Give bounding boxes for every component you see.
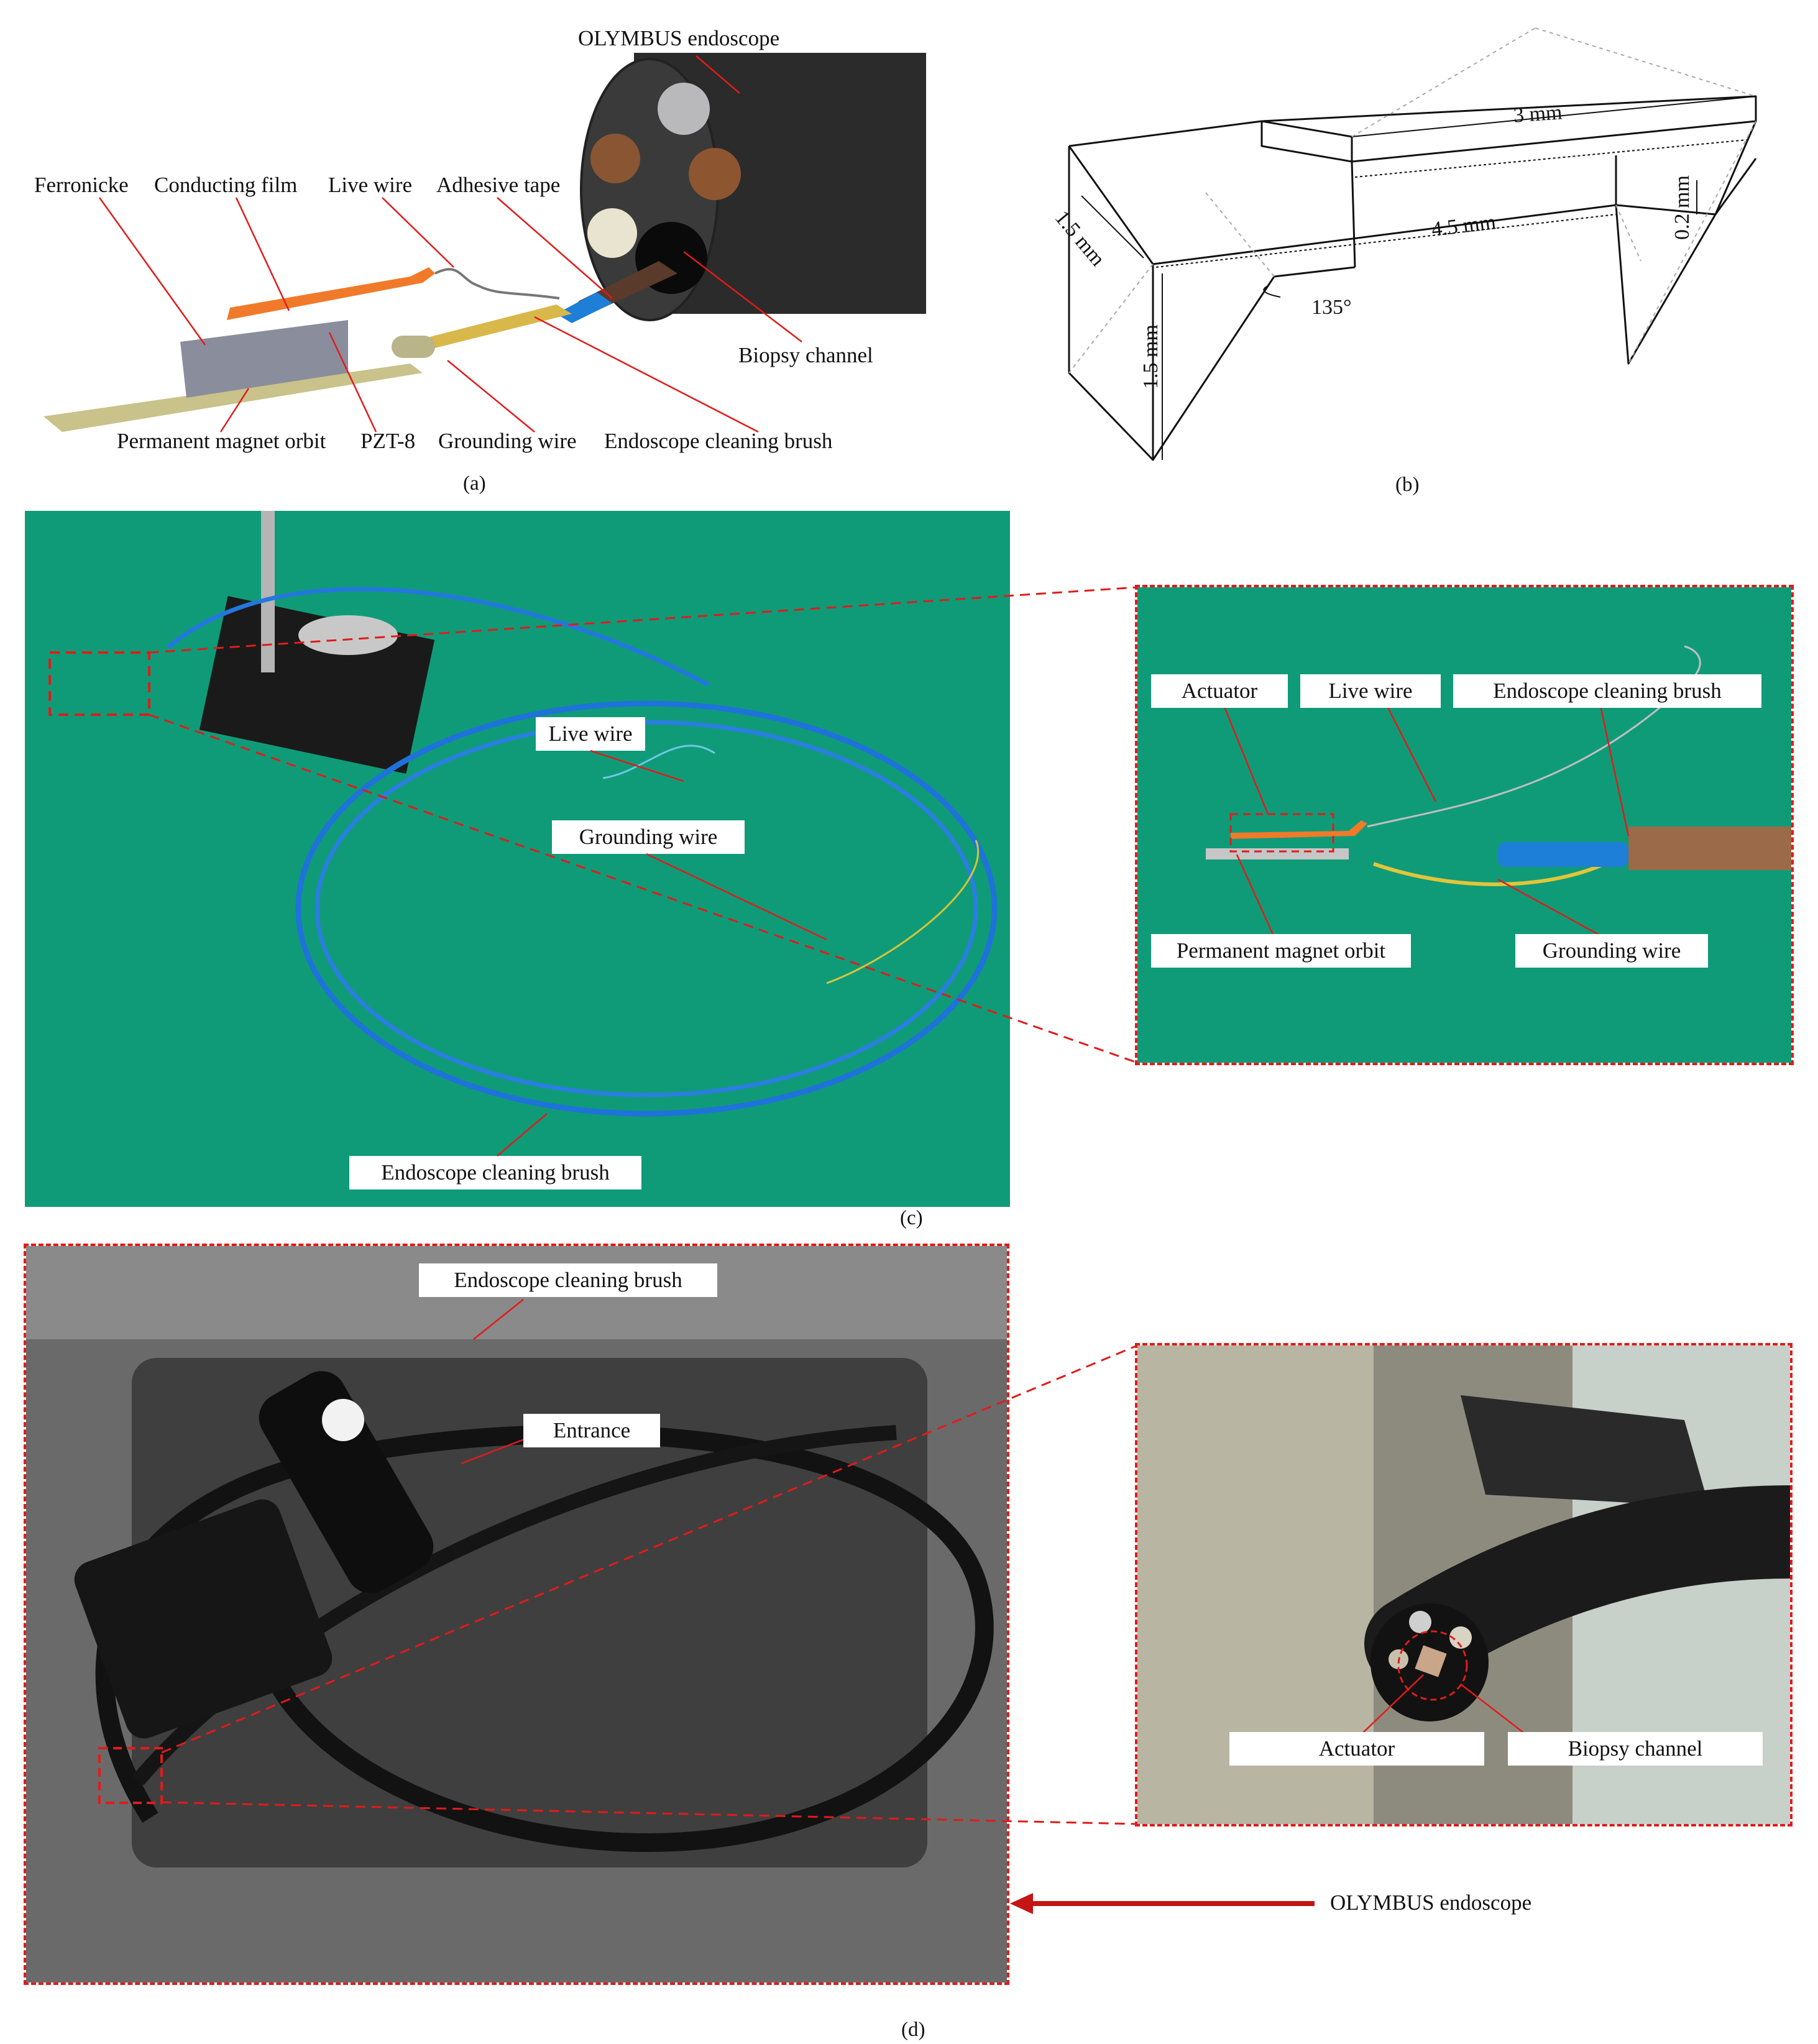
panel-d-scene xyxy=(26,1246,1007,1868)
dim-height: 1.5 mm xyxy=(1139,324,1162,389)
label-biopsy-channel: Biopsy channel xyxy=(738,343,873,367)
inset-c-label-cleaning-brush: Endoscope cleaning brush xyxy=(1453,674,1761,708)
panel-a: OLYMBUS endoscope Ferronicke Conducting … xyxy=(0,0,926,497)
inset-lens-2 xyxy=(1449,1626,1472,1649)
panel-c-main-photo: Live wire Grounding wire Endoscope clean… xyxy=(25,511,1010,1207)
inset-blue-sleeve xyxy=(1498,842,1628,867)
inset-d-label-actuator: Actuator xyxy=(1229,1732,1484,1766)
inset-live-wire xyxy=(1367,645,1701,828)
panel-a-illustration xyxy=(44,53,926,433)
label-d-olympus-endoscope: OLYMBUS endoscope xyxy=(1330,1890,1532,1915)
ferronicke-block xyxy=(180,320,348,398)
d-label-entrance: Entrance xyxy=(523,1414,660,1447)
inset-lens-1 xyxy=(1409,1611,1431,1633)
yellow-sleeve xyxy=(423,305,572,348)
inset-actuator-box xyxy=(1229,813,1334,853)
label-conducting-film: Conducting film xyxy=(154,173,298,197)
panel-b-drawing xyxy=(1068,27,1757,461)
label-adhesive-tape: Adhesive tape xyxy=(436,173,561,197)
panel-c-inset-photo: Actuator Live wire Endoscope cleaning br… xyxy=(1135,585,1794,1065)
inset-c-label-actuator: Actuator xyxy=(1151,674,1288,708)
dim-thickness: 0.2 mm xyxy=(1670,175,1694,240)
olympus-arrow xyxy=(1010,1893,1315,1914)
inset-braid xyxy=(1628,827,1791,870)
orbit-strip xyxy=(44,364,423,432)
channel-cream xyxy=(587,208,637,258)
inset-c-label-grounding-wire: Grounding wire xyxy=(1515,934,1708,968)
inset-c-label-permanent-magnet-orbit: Permanent magnet orbit xyxy=(1151,934,1411,968)
live-wire-line xyxy=(434,268,560,300)
caption-a: (a) xyxy=(463,472,486,495)
inset-actuator-square xyxy=(1415,1645,1447,1677)
label-pzt8: PZT-8 xyxy=(360,429,416,453)
inset-actuator-film xyxy=(1231,820,1367,839)
caption-d: (d) xyxy=(901,2019,925,2041)
inset-orbit xyxy=(1206,848,1349,859)
channel-brown-left xyxy=(590,134,640,183)
panel-d-main-photo: Endoscope cleaning brush Entrance xyxy=(24,1244,1009,1985)
panel-c-inset-scene xyxy=(1206,645,1791,952)
caption-b: (b) xyxy=(1395,474,1420,496)
dim-angle: 135° xyxy=(1311,296,1352,319)
top-plate-face xyxy=(1260,95,1757,163)
number-tag xyxy=(322,1399,364,1441)
blue-tape xyxy=(556,292,612,323)
dim-top-length: 3 mm xyxy=(1512,101,1563,127)
label-permanent-magnet-orbit: Permanent magnet orbit xyxy=(117,429,326,453)
inset-d-label-biopsy-channel: Biopsy channel xyxy=(1508,1732,1763,1766)
panel-d-inset-photo: Actuator Biopsy channel xyxy=(1135,1343,1793,1826)
tube-connector xyxy=(392,336,435,358)
inset-biopsy-ring xyxy=(1397,1630,1468,1701)
caption-c: (c) xyxy=(900,1207,923,1229)
channel-grey xyxy=(658,83,710,135)
panel-b: 3 mm 4.5 mm 0.2 mm 1.5 mm 1.5 mm 135° (b… xyxy=(907,0,1818,497)
c-label-cleaning-brush: Endoscope cleaning brush xyxy=(349,1156,641,1189)
label-olympus-endoscope: OLYMBUS endoscope xyxy=(578,26,780,50)
d-label-cleaning-brush: Endoscope cleaning brush xyxy=(419,1263,717,1297)
inset-c-label-live-wire: Live wire xyxy=(1300,674,1441,708)
zoom-box-c xyxy=(48,651,150,716)
label-grounding-wire: Grounding wire xyxy=(438,429,577,453)
label-ferronicke: Ferronicke xyxy=(34,173,129,197)
zoom-box-d xyxy=(98,1747,163,1804)
channel-brown-right xyxy=(689,148,741,200)
label-live-wire: Live wire xyxy=(328,173,413,197)
orange-film xyxy=(227,267,435,320)
panel-c-leaders xyxy=(497,749,827,1157)
label-cleaning-brush: Endoscope cleaning brush xyxy=(604,429,833,453)
inset-metal-bracket xyxy=(1461,1395,1709,1507)
